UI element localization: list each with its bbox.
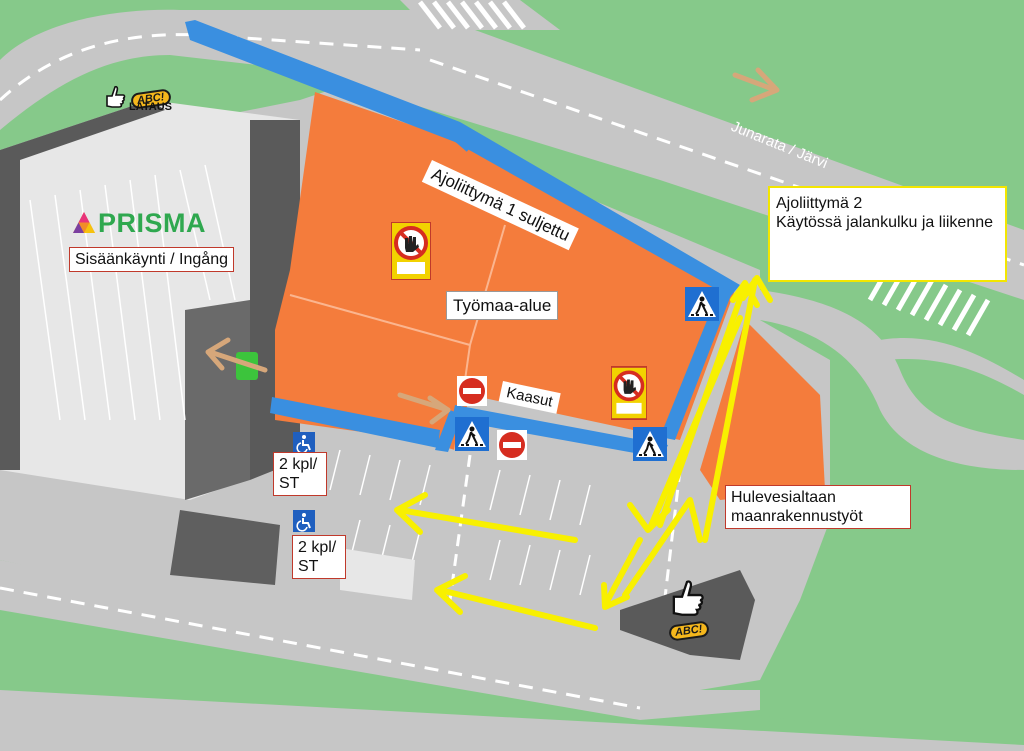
thumbs-up-icon (106, 85, 126, 108)
pedestrian-crossing-icon (633, 427, 667, 461)
exit2-box: Ajoliittymä 2 Käytössä jalankulku ja lii… (768, 186, 1007, 282)
road-southmost (0, 690, 1024, 751)
abc-lataus-text: LATAUS (129, 101, 172, 113)
building-entrance-block (185, 300, 250, 500)
building-shadow (0, 100, 165, 470)
prisma-logo: PRISMA (72, 208, 206, 239)
parking-stripes-west (29, 164, 236, 421)
thumbs-up-icon (672, 580, 704, 616)
worksite-warning-sign-east (611, 366, 647, 420)
road-south-centerline (0, 586, 641, 710)
entrance-label: Sisäänkäynti / Ingång (69, 247, 234, 272)
worksite-label: Työmaa-alue (446, 291, 559, 320)
accessible-parking-label-2: 2 kpl/ ST (292, 535, 346, 579)
parking-stripes-south (299, 444, 591, 596)
road-north (0, 9, 1024, 301)
road-south (0, 560, 760, 720)
no-entry-icon (457, 376, 487, 406)
exit2-description: Käytössä jalankulku ja liikenne (776, 214, 994, 231)
parking-walkway (340, 548, 415, 600)
stormwater-label: Hulevesialtaan maanrakennustyöt (725, 485, 911, 529)
road-east-branch (880, 338, 1024, 395)
worksite-warning-sign-north (391, 222, 431, 280)
crosswalk-north (400, 0, 560, 30)
worksite-divider (289, 294, 471, 346)
parking-island (170, 510, 280, 585)
stormwater-area (700, 320, 825, 500)
wheelchair-icon (293, 510, 315, 532)
abc-charging-logo: ABC! (667, 577, 710, 642)
road-east (760, 290, 1024, 470)
fence-east (660, 288, 733, 440)
abc-lataus-logo: ABC! LATAUS (103, 84, 172, 113)
fence-segment (451, 131, 474, 152)
fence-north (185, 20, 740, 297)
direction-arrows-tan (205, 67, 780, 425)
prisma-wordmark: PRISMA (98, 208, 207, 238)
fence-south (452, 405, 668, 458)
accessible-parking-label-1: 2 kpl/ ST (273, 452, 327, 496)
pedestrian-crossing-icon (685, 287, 719, 321)
road-centerline (0, 33, 421, 102)
worksite-area (275, 92, 735, 450)
no-entry-icon (497, 430, 527, 460)
road-centerline (429, 58, 1024, 267)
lane-marking (448, 454, 472, 601)
pedestrian-crossing-icon (455, 417, 489, 451)
fence-south-west (270, 397, 440, 448)
prisma-triangle-icon (73, 212, 95, 233)
wheelchair-icon (293, 432, 315, 454)
traffic-arrows (394, 275, 773, 631)
exit2-title: Ajoliittymä 2 (776, 195, 863, 212)
